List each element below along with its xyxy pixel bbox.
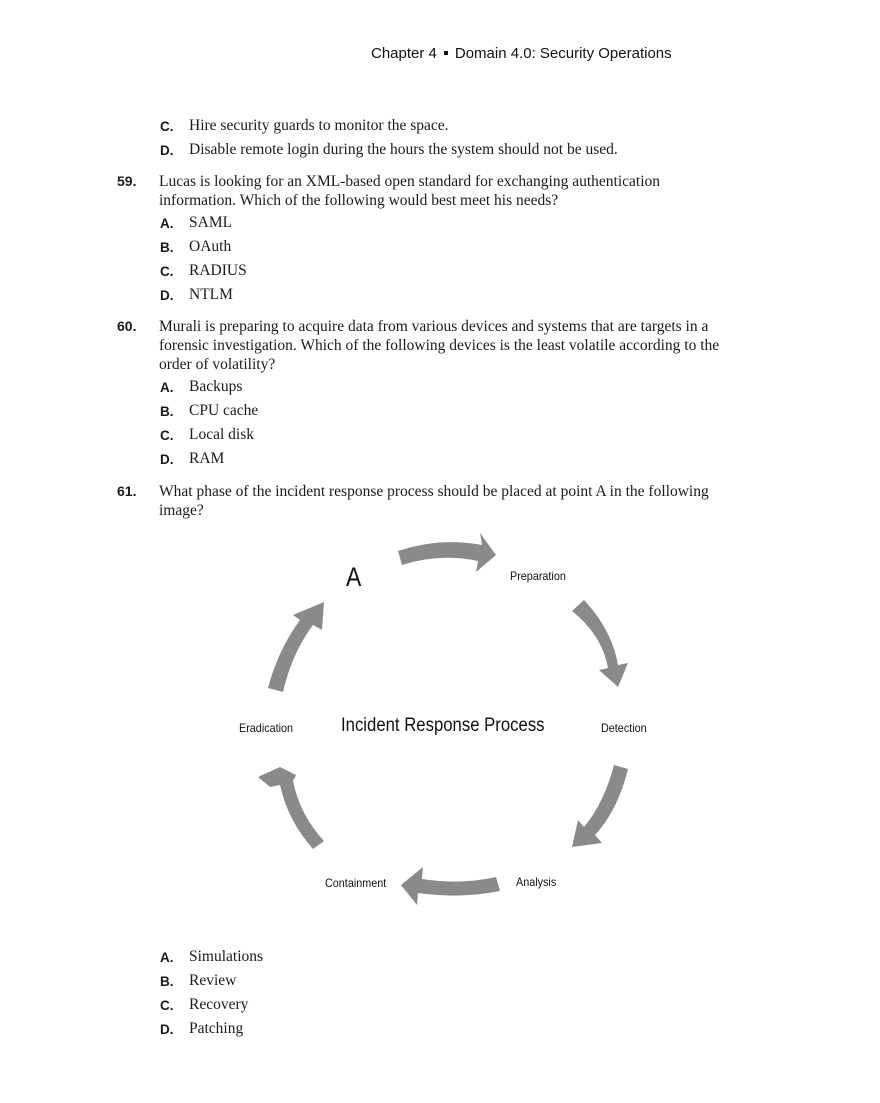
option-text: RADIUS xyxy=(189,262,247,279)
phase-analysis: Analysis xyxy=(516,875,557,889)
q60-option-a: A. Backups xyxy=(160,378,760,398)
option-text: Disable remote login during the hours th… xyxy=(189,141,618,158)
phase-eradication: Eradication xyxy=(239,721,294,735)
option-text: Backups xyxy=(189,378,243,395)
q60-option-b: B. CPU cache xyxy=(160,402,760,422)
q61-option-a: A. Simulations xyxy=(160,948,760,968)
option-letter: D. xyxy=(160,288,174,303)
option-letter: B. xyxy=(160,240,174,255)
option-letter: D. xyxy=(160,1022,174,1037)
option-text: NTLM xyxy=(189,286,233,303)
option-text: CPU cache xyxy=(189,402,259,419)
chapter-label: Chapter 4 xyxy=(371,45,437,62)
option-text: Simulations xyxy=(189,948,264,965)
question-number: 61. xyxy=(117,483,137,499)
option-letter: C. xyxy=(160,998,174,1013)
phase-containment: Containment xyxy=(325,876,387,890)
question-number: 60. xyxy=(117,318,137,334)
option-text: RAM xyxy=(189,450,225,467)
option-letter: B. xyxy=(160,404,174,419)
option-text: Recovery xyxy=(189,996,249,1013)
arrow-eradication-to-a-icon xyxy=(268,602,324,692)
arrow-containment-to-eradication-icon xyxy=(258,767,324,849)
q59-option-c: C. RADIUS xyxy=(160,262,760,282)
q59-option-a: A. SAML xyxy=(160,214,760,234)
option-letter: A. xyxy=(160,380,174,395)
q60-option-d: D. RAM xyxy=(160,450,760,470)
q61-option-b: B. Review xyxy=(160,972,760,992)
option-text: Review xyxy=(189,972,237,989)
option-letter: C. xyxy=(160,264,174,279)
q60-option-c: C. Local disk xyxy=(160,426,760,446)
arrow-a-to-preparation-icon xyxy=(398,533,496,572)
q59-option-b: B. OAuth xyxy=(160,238,760,258)
question-stem: Lucas is looking for an XML-based open s… xyxy=(159,173,661,209)
option-text: OAuth xyxy=(189,238,232,255)
running-head: Chapter 4 Domain 4.0: Security Operations xyxy=(371,45,672,62)
option-letter: A. xyxy=(160,950,174,965)
arrow-preparation-to-detection-icon xyxy=(572,600,628,687)
bullet-separator xyxy=(443,51,448,56)
phase-preparation: Preparation xyxy=(510,569,566,583)
arrow-analysis-to-containment-icon xyxy=(401,867,500,905)
option-text: Patching xyxy=(189,1020,244,1037)
prev-option-c: C. Hire security guards to monitor the s… xyxy=(160,117,760,137)
question-stem: Murali is preparing to acquire data from… xyxy=(159,318,720,373)
option-letter: C. xyxy=(160,428,174,443)
q61-option-d: D. Patching xyxy=(160,1020,760,1040)
option-letter: D. xyxy=(160,143,174,158)
option-letter: D. xyxy=(160,452,174,467)
option-letter: A. xyxy=(160,216,174,231)
q59-option-d: D. NTLM xyxy=(160,286,760,306)
option-text: Hire security guards to monitor the spac… xyxy=(189,117,449,134)
prev-option-d: D. Disable remote login during the hours… xyxy=(160,141,760,161)
question-number: 59. xyxy=(117,173,137,189)
phase-detection: Detection xyxy=(601,721,647,735)
option-letter: C. xyxy=(160,119,174,134)
question-stem: What phase of the incident response proc… xyxy=(159,483,709,519)
arrow-detection-to-analysis-icon xyxy=(572,765,628,847)
diagram-title: Incident Response Process xyxy=(341,715,545,736)
incident-response-diagram: A Preparation Detection Analysis Contain… xyxy=(220,525,660,935)
domain-label: Domain 4.0: Security Operations xyxy=(454,45,672,62)
point-a-label: A xyxy=(346,562,362,592)
option-text: Local disk xyxy=(189,426,254,443)
cycle-arrows xyxy=(258,533,628,905)
q61-option-c: C. Recovery xyxy=(160,996,760,1016)
option-text: SAML xyxy=(189,214,233,231)
option-letter: B. xyxy=(160,974,174,989)
